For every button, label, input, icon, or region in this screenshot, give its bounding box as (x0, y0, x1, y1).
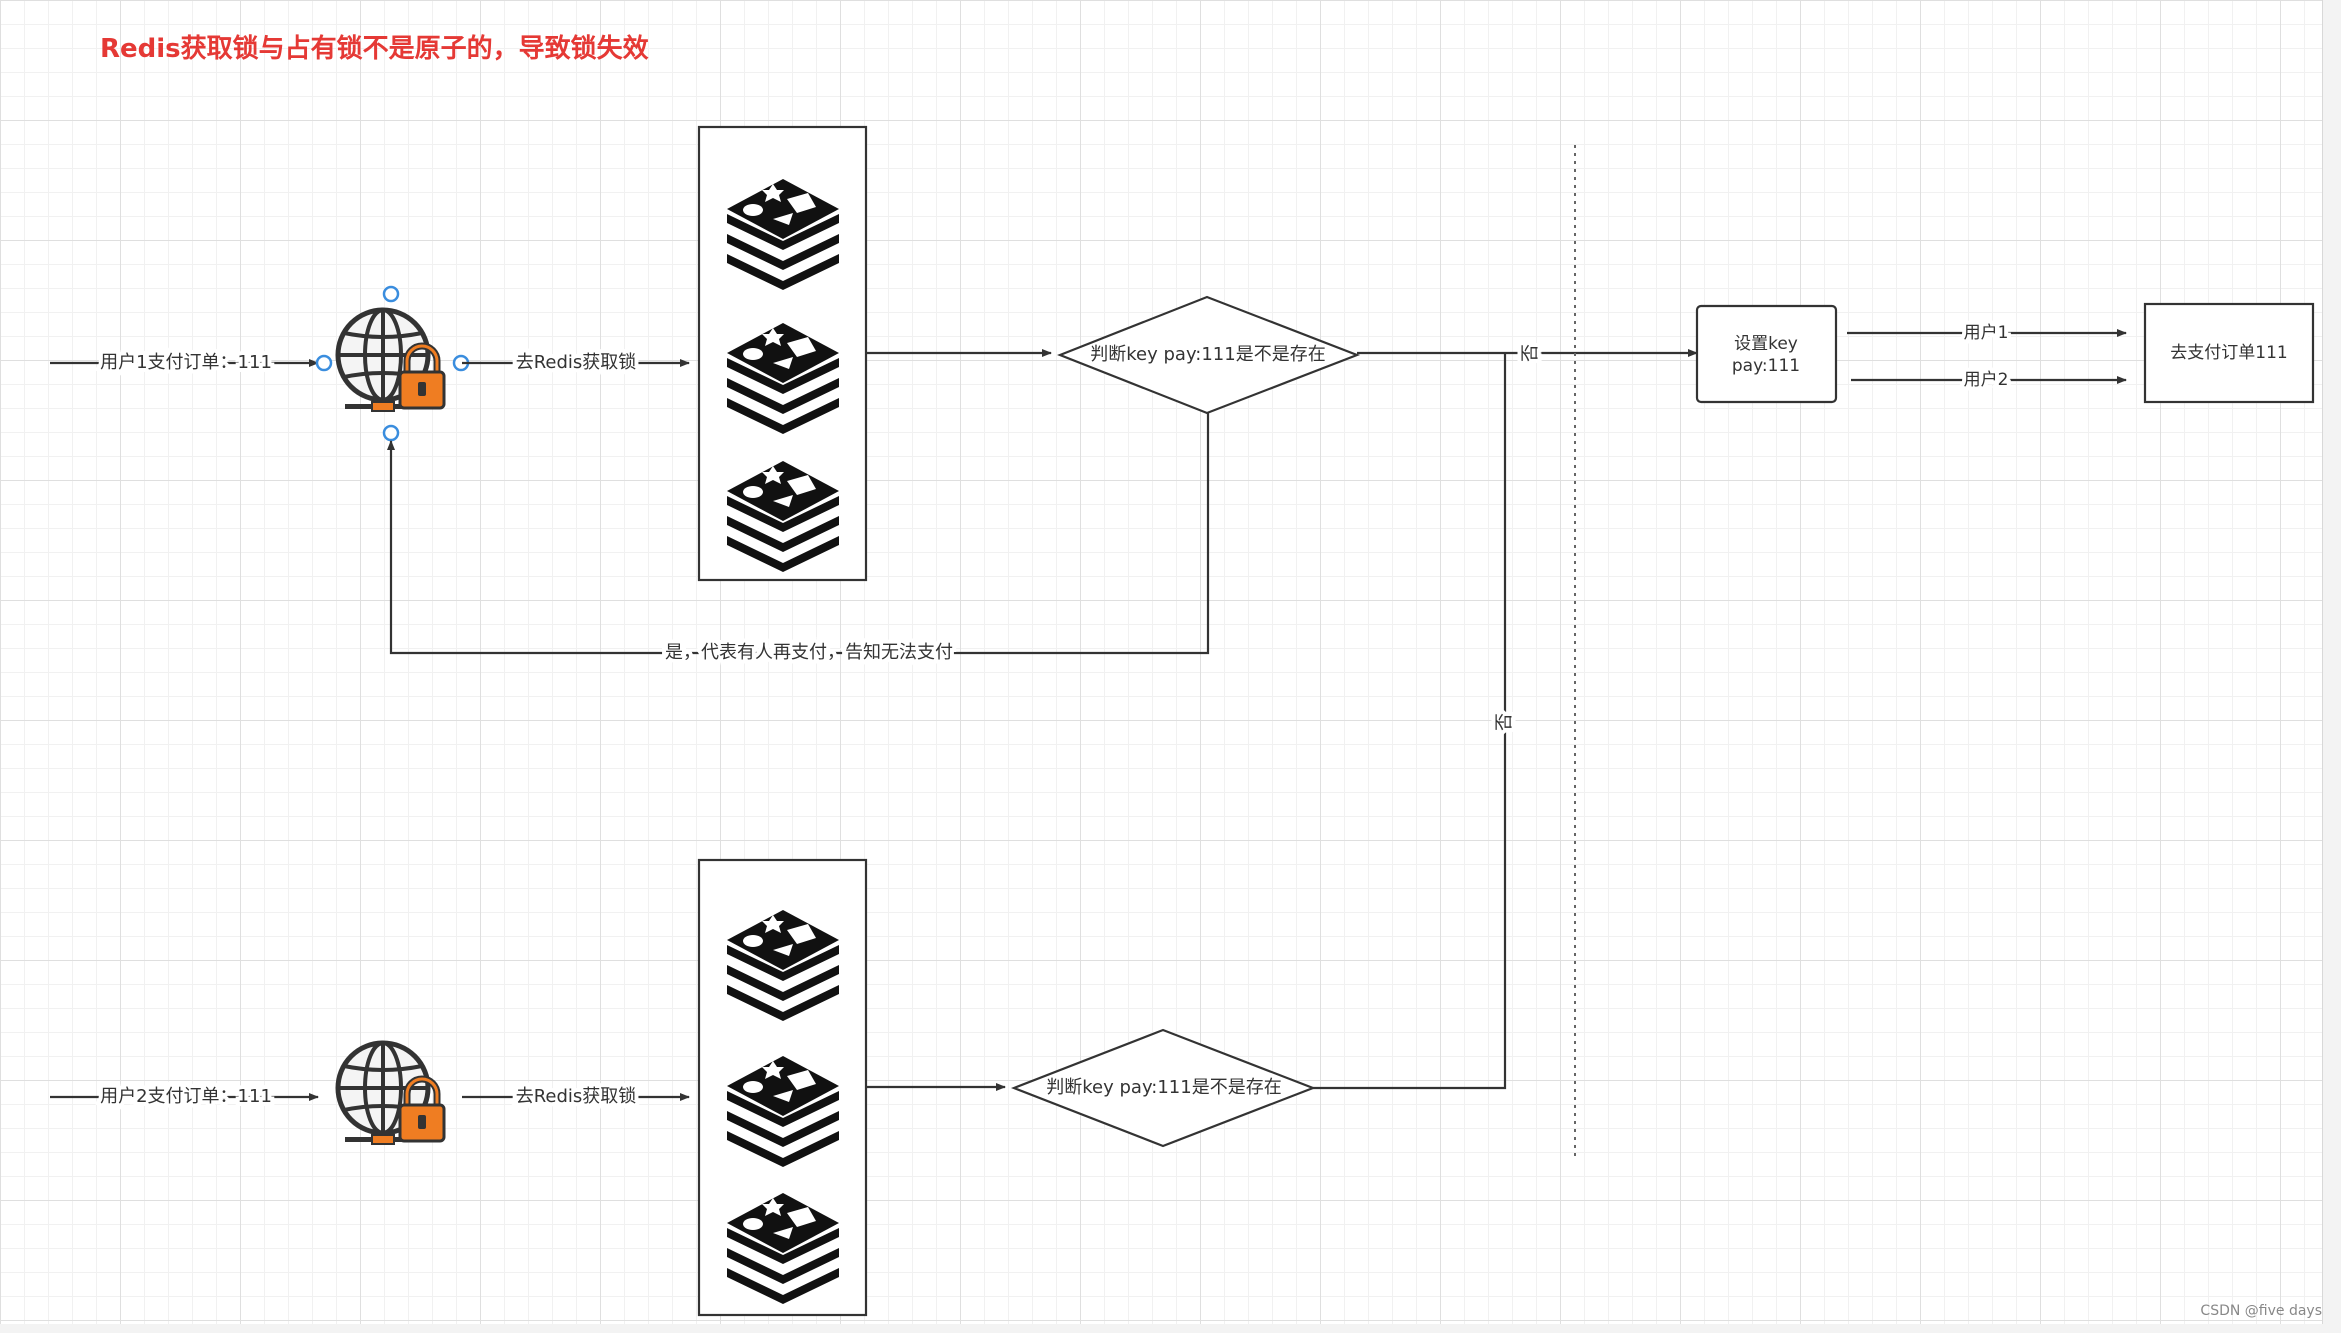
set-key-box (1695, 304, 1838, 404)
globe-lock-icon (338, 1043, 444, 1144)
bottom-edge (0, 1324, 2341, 1333)
decision-diamond-user1 (1057, 295, 1361, 415)
set-key-line2: pay:111 (1732, 356, 1800, 376)
start-label-user2: 用户2支付订单：111 (100, 1086, 272, 1107)
globe-lock-icon (338, 310, 444, 411)
user-arrow-label-2: 用户2 (1964, 370, 2009, 390)
scrollbar-track[interactable] (2322, 0, 2341, 1333)
pay-order-box (2143, 302, 2315, 404)
pay-order-label: 去支付订单111 (2170, 343, 2287, 363)
decision-label-user2: 判断key pay:111是不是存在 (1046, 1077, 1281, 1098)
redis-label-user2: 去Redis获取锁 (516, 1086, 637, 1107)
user-arrow-label-1: 用户1 (1964, 323, 2009, 343)
no-label-user1: 否 (1520, 344, 1541, 362)
no-label-user2: 否 (1494, 713, 1515, 731)
decision-label-user1: 判断key pay:111是不是存在 (1090, 344, 1325, 365)
selection-handles[interactable] (315, 285, 470, 442)
yes-label-user1: 是，代表有人再支付，告知无法支付 (665, 642, 953, 663)
diagram-title: Redis获取锁与占有锁不是原子的，导致锁失效 (100, 33, 649, 64)
redis-label-user1: 去Redis获取锁 (516, 352, 637, 373)
set-key-line1: 设置key (1734, 334, 1798, 354)
watermark: CSDN @five days (2200, 1303, 2322, 1319)
start-label-user1: 用户1支付订单：111 (100, 352, 272, 373)
